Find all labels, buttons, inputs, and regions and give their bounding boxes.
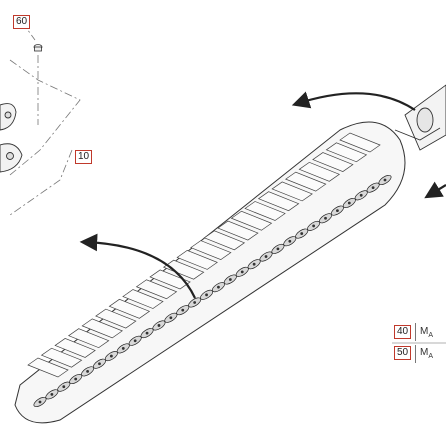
track-pad	[257, 191, 300, 212]
track-pad	[95, 308, 137, 329]
chain-pin	[145, 331, 149, 335]
torque-separator	[415, 323, 416, 341]
callout-40: 40	[394, 325, 412, 339]
chain-pin	[228, 278, 232, 281]
chain-pin	[181, 308, 185, 312]
chain-pin	[312, 224, 316, 228]
track-pad	[339, 132, 381, 153]
chain-pin	[157, 324, 161, 327]
chain-pin	[98, 362, 101, 366]
chain-pin	[62, 385, 66, 389]
track-pads	[27, 132, 381, 378]
chain-links	[33, 174, 392, 408]
chain-pin	[276, 247, 280, 251]
track-pad	[162, 259, 205, 280]
track-belt	[14, 121, 406, 424]
torque-a: A	[428, 353, 434, 360]
chain-pin	[264, 255, 268, 258]
track-pad	[217, 220, 259, 241]
callout-10: 10	[75, 150, 93, 164]
track-pad	[271, 181, 313, 202]
chain-pin	[193, 301, 197, 304]
chain-pin	[300, 232, 304, 235]
track-pad	[230, 210, 273, 231]
idler-assembly	[394, 84, 446, 151]
track-pad	[325, 142, 368, 163]
chain-pin	[240, 270, 244, 274]
torque-label-40: MA	[420, 326, 433, 339]
torque-separator	[415, 345, 416, 363]
chain-pin	[252, 262, 256, 266]
chain-pin	[205, 293, 208, 297]
chain-pin	[347, 201, 351, 205]
curved-arrow-icon	[79, 91, 446, 299]
track-pad	[298, 161, 341, 182]
track-pad	[135, 279, 178, 300]
callout-50: 50	[394, 346, 412, 360]
chain-pin	[336, 209, 339, 213]
track-pad	[108, 298, 151, 319]
track-pad	[176, 249, 218, 270]
track-pad	[122, 289, 164, 309]
torque-label-50: MA	[420, 347, 433, 360]
chain-pin	[324, 216, 327, 220]
leader-lines	[9, 21, 81, 216]
torque-a: A	[428, 332, 434, 339]
track-pad	[149, 269, 191, 290]
chain-pin	[383, 178, 387, 182]
chain-pin	[121, 347, 125, 350]
chain-pin	[50, 392, 54, 396]
track-pad	[40, 347, 83, 368]
track-pad	[67, 328, 110, 349]
chain-pin	[371, 186, 375, 190]
chain-pin	[74, 377, 78, 381]
track-pad	[190, 240, 232, 261]
torque-m: M	[420, 347, 429, 358]
chain-pin	[86, 369, 89, 373]
track-pad	[203, 230, 246, 251]
callout-60: 60	[13, 15, 31, 29]
chain-pin	[217, 285, 220, 289]
chain-pin	[38, 400, 42, 404]
sprocket-icon	[0, 103, 23, 173]
torque-m: M	[420, 326, 429, 337]
chain-pin	[109, 354, 113, 358]
chain-pin	[133, 339, 137, 343]
chain-pin	[359, 193, 363, 197]
track-pad	[285, 171, 327, 192]
bolt-icon	[33, 44, 43, 52]
track-pad	[244, 201, 286, 221]
track-pad	[54, 338, 96, 358]
chain-pin	[169, 316, 173, 320]
track-pad	[312, 152, 354, 172]
track-pad	[27, 357, 69, 378]
chain-pin	[288, 239, 292, 243]
track-pad	[81, 318, 123, 339]
